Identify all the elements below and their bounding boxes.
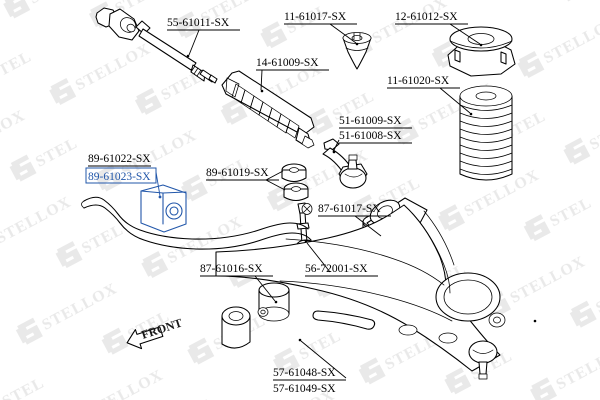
label-87-61016-SX[interactable]: 87-61016-SX [200,263,276,302]
label-12-61012-SX[interactable]: 12-61012-SX [395,11,481,45]
label-57-61049-SX[interactable]: 57-61049-SX [273,383,336,395]
label-89-61023-SX[interactable]: 89-61023-SX [85,167,161,197]
label-text: 14-61009-SX [256,57,319,69]
label-text: 89-61023-SX [88,171,151,183]
label-text: 57-61049-SX [273,383,336,395]
part-tie-rod-end [322,138,368,189]
label-51-61008-SX[interactable]: 51-61008-SX [332,130,412,153]
label-11-61020-SX[interactable]: 11-61020-SX [387,75,471,114]
label-89-61019-SX[interactable]: 89-61019-SX [206,167,286,191]
part-strut-dust-boot [459,85,513,181]
part-strut-mount [447,26,516,77]
part-tie-rod-axial [95,7,218,84]
label-text: 11-61017-SX [284,11,347,23]
label-text: 89-61022-SX [88,153,151,165]
part-stabilizer-bushing-highlighted [140,184,187,233]
front-direction-arrow [126,326,164,350]
part-lower-control-arm [215,197,537,380]
label-56-72001-SX[interactable]: 56-72001-SX [305,242,378,277]
label-text: 57-61048-SX [273,367,336,379]
part-bump-stop [342,32,372,70]
label-text: 55-61011-SX [167,17,230,29]
front-marker: FRONT [140,316,184,342]
part-control-arm-bushing-front [257,282,290,322]
part-stabilizer-link-bushings [281,163,309,202]
part-stabilizer-bar [81,196,313,250]
label-89-61022-SX[interactable]: 89-61022-SX [88,153,151,167]
label-text: 56-72001-SX [305,263,368,275]
label-text: 11-61020-SX [387,75,450,87]
label-14-61009-SX[interactable]: 14-61009-SX [256,57,329,91]
label-text: 89-61019-SX [206,167,269,179]
label-55-61011-SX[interactable]: 55-61011-SX [167,17,240,56]
label-text: 87-61017-SX [318,203,381,215]
label-text: 51-61008-SX [339,130,402,142]
front-label-text: FRONT [140,316,184,342]
label-57-61048-SX[interactable]: 57-61048-SX [273,340,347,381]
label-text: 12-61012-SX [395,11,458,23]
part-steering-rack-boot [221,70,315,149]
label-text: 51-61009-SX [339,115,402,127]
label-87-61017-SX[interactable]: 87-61017-SX [318,203,391,237]
label-11-61017-SX[interactable]: 11-61017-SX [284,11,357,44]
label-51-61009-SX[interactable]: 51-61009-SX [339,115,412,129]
label-text: 87-61016-SX [200,263,263,275]
